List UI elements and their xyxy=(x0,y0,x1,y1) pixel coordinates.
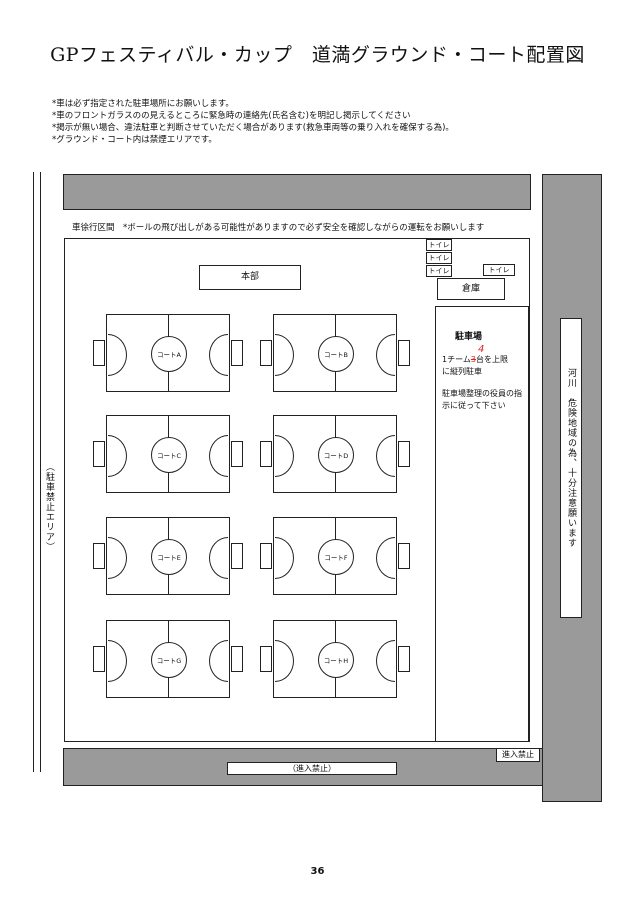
left-boundary-line xyxy=(33,172,34,772)
parking-correction-number: 4 xyxy=(478,344,485,355)
goal-box xyxy=(93,543,105,569)
goal-box xyxy=(260,646,272,672)
river-warning-label: 河川 危険地域の為、十分注意願います xyxy=(566,368,576,548)
court-a: コートA xyxy=(106,314,230,392)
no-parking-left-label: （駐車禁止エリア） xyxy=(44,462,54,552)
goal-box xyxy=(398,543,410,569)
court-h: コートH xyxy=(273,620,397,698)
court-label: コートG xyxy=(151,642,187,678)
parking-strike-number: 3 xyxy=(470,355,476,364)
goal-box xyxy=(398,441,410,467)
page-title: GPフェスティバル・カップ 道満グラウンド・コート配置図 xyxy=(50,44,585,66)
goal-box xyxy=(231,646,243,672)
river-label-box xyxy=(560,318,582,618)
court-c: コートC xyxy=(106,415,230,493)
toilet-box: トイレ xyxy=(483,264,515,276)
court-b: コートB xyxy=(273,314,397,392)
top-road xyxy=(63,174,531,210)
court-e: コートE xyxy=(106,517,230,595)
note-item: *グラウンド・コート内は禁煙エリアです。 xyxy=(52,135,217,145)
no-entry-corner-label: 進入禁止 xyxy=(496,748,540,762)
court-label: コートA xyxy=(151,336,187,372)
toilet-box: トイレ xyxy=(426,239,452,251)
court-label: コートC xyxy=(151,437,187,473)
headquarters-box: 本部 xyxy=(199,265,301,290)
parking-area: 駐車場 1チーム3台を上限 4 に縦列駐車 駐車場整理の役員の指示に従って下さい xyxy=(435,306,529,742)
goal-box xyxy=(398,340,410,366)
slow-zone-notice: 車徐行区間 *ボールの飛び出しがある可能性がありますので必ず安全を確認しながらの… xyxy=(72,223,485,233)
parking-title: 駐車場 xyxy=(455,332,483,342)
parking-limit-suffix: 台を上限 xyxy=(475,355,508,364)
note-item: *車は必ず指定された駐車場所にお願いします。 xyxy=(52,99,234,109)
parking-line-2: に縦列駐車 xyxy=(442,367,482,376)
storage-box: 倉庫 xyxy=(437,278,505,300)
goal-box xyxy=(93,646,105,672)
court-label: コートB xyxy=(318,336,354,372)
parking-rules: 1チーム3台を上限 4 に縦列駐車 駐車場整理の役員の指示に従って下さい xyxy=(442,344,526,412)
page-number: 36 xyxy=(310,866,325,877)
ground-area xyxy=(64,238,530,742)
court-label: コートF xyxy=(318,539,354,575)
court-label: コートH xyxy=(318,642,354,678)
note-item: *掲示が無い場合、違法駐車と判断させていただく場合があります(救急車両等の乗り入… xyxy=(52,123,454,133)
goal-box xyxy=(260,441,272,467)
toilet-box: トイレ xyxy=(426,252,452,264)
parking-team-prefix: 1チーム xyxy=(442,355,471,364)
court-d: コートD xyxy=(273,415,397,493)
left-boundary-line xyxy=(40,172,41,772)
parking-line-3: 駐車場整理の役員の指示に従って下さい xyxy=(442,389,522,410)
court-f: コートF xyxy=(273,517,397,595)
notes-list: *車は必ず指定された駐車場所にお願いします。 *車のフロントガラスのの見えるとこ… xyxy=(52,98,454,146)
goal-box xyxy=(231,441,243,467)
goal-box xyxy=(93,441,105,467)
court-g: コートG xyxy=(106,620,230,698)
no-entry-bottom-label: （進入禁止） xyxy=(227,762,397,775)
court-label: コートD xyxy=(318,437,354,473)
goal-box xyxy=(260,340,272,366)
toilet-box: トイレ xyxy=(426,265,452,277)
goal-box xyxy=(231,543,243,569)
goal-box xyxy=(398,646,410,672)
goal-box xyxy=(231,340,243,366)
goal-box xyxy=(93,340,105,366)
court-label: コートE xyxy=(151,539,187,575)
note-item: *車のフロントガラスのの見えるところに緊急時の連絡先(氏名含む)を明記し掲示して… xyxy=(52,111,411,121)
goal-box xyxy=(260,543,272,569)
